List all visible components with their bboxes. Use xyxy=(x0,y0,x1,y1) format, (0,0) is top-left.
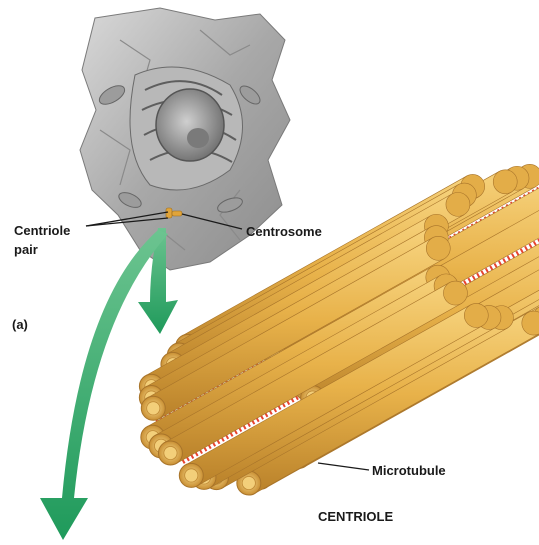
label-centriole: CENTRIOLE xyxy=(318,509,393,524)
label-panel: (a) xyxy=(12,317,28,332)
label-centriole-pair-1: Centriole xyxy=(14,223,70,238)
label-centrosome: Centrosome xyxy=(246,224,322,239)
label-centriole-pair-2: pair xyxy=(14,242,38,257)
label-microtubule: Microtubule xyxy=(372,463,446,478)
nucleus xyxy=(156,89,224,161)
